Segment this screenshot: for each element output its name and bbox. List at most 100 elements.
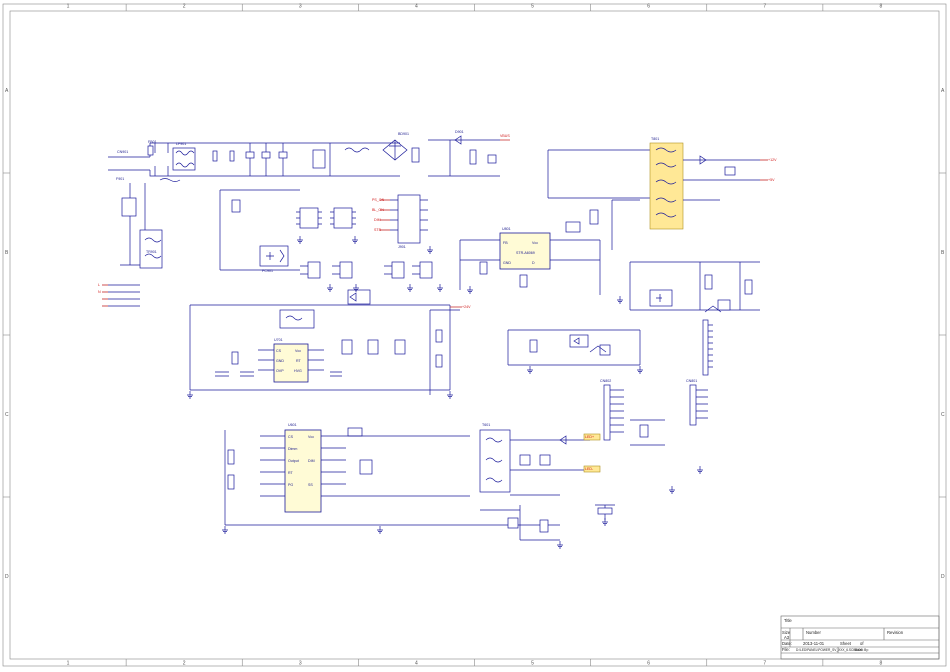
u801-name: STR-A6069 bbox=[516, 251, 535, 255]
ground-symbol bbox=[669, 486, 675, 494]
u601-pin-dim: DIM bbox=[308, 459, 315, 463]
u801-pin-fb: FB bbox=[503, 241, 508, 245]
zone-row-label: B bbox=[5, 250, 9, 256]
feedback-section bbox=[629, 261, 760, 313]
u801-pin-gnd: GND bbox=[503, 261, 511, 265]
svg-text:U601: U601 bbox=[288, 423, 297, 427]
ground-symbol bbox=[353, 284, 359, 292]
zone-column-label: 5 bbox=[531, 4, 534, 10]
standby-section: T801 U801 +12V +5V bbox=[459, 137, 777, 295]
svg-text:CN801: CN801 bbox=[686, 379, 697, 383]
u701-pin-rt: RT bbox=[296, 359, 302, 363]
led-ic-pins: CS Dimm Output RT PG Vcc DIM SS bbox=[288, 435, 315, 487]
zone-column-label: 8 bbox=[879, 661, 882, 667]
svg-text:CN802: CN802 bbox=[600, 379, 611, 383]
ground-symbol bbox=[467, 286, 473, 294]
ground-symbol bbox=[617, 296, 623, 304]
svg-text:BL_ON: BL_ON bbox=[372, 208, 384, 212]
svg-text:LED-: LED- bbox=[585, 467, 594, 471]
ground-symbol bbox=[527, 366, 533, 374]
tb-drawn-label: Drawn By: bbox=[854, 648, 869, 652]
zone-column-label: 4 bbox=[415, 661, 418, 667]
zone-row-label: A bbox=[941, 88, 945, 94]
svg-text:DIM: DIM bbox=[374, 218, 381, 222]
zone-row-label: C bbox=[941, 412, 945, 418]
zone-row-label: D bbox=[941, 574, 945, 580]
zone-column-label: 5 bbox=[531, 661, 534, 667]
u701-pin-vcc: Vcc bbox=[295, 349, 301, 353]
tb-date-label: Date: bbox=[782, 641, 792, 646]
zone-column-label: 3 bbox=[299, 4, 302, 10]
tb-title-label: Title bbox=[784, 618, 792, 623]
ground-symbol bbox=[697, 466, 703, 474]
u701-pin-cs: CS bbox=[276, 349, 282, 353]
ground-symbol bbox=[437, 284, 443, 292]
ground-symbol bbox=[447, 391, 453, 399]
svg-text:L: L bbox=[98, 283, 100, 287]
ground-symbol bbox=[407, 284, 413, 292]
zone-column-label: 6 bbox=[647, 4, 650, 10]
tb-date-value: 2013-11-01 bbox=[803, 641, 825, 646]
svg-text:D901: D901 bbox=[455, 130, 464, 134]
ground-symbol bbox=[377, 526, 383, 534]
u701-pin-gnd: GND bbox=[276, 359, 284, 363]
svg-text:PC901: PC901 bbox=[262, 269, 273, 273]
ground-symbol bbox=[427, 246, 433, 254]
zone-column-label: 7 bbox=[763, 661, 766, 667]
ground-symbol bbox=[297, 236, 303, 244]
svg-text:PS_ON: PS_ON bbox=[372, 198, 385, 202]
tb-size-label: Size bbox=[782, 630, 791, 635]
pfc-section: BD901 D901 VBUS PC901 bbox=[219, 130, 510, 273]
u601-pin-pg: PG bbox=[288, 483, 293, 487]
svg-text:VBUS: VBUS bbox=[500, 134, 510, 138]
zone-row-label: B bbox=[941, 250, 945, 256]
tb-size-value: A3 bbox=[784, 635, 790, 640]
standby-ic-pins: FB Vcc GND D STR-A6069 bbox=[503, 241, 538, 265]
svg-text:+24V: +24V bbox=[462, 305, 471, 309]
resistor-arrays: J901 PS_ON BL_ON DIM STB bbox=[296, 194, 428, 249]
zone-column-label: 4 bbox=[415, 4, 418, 10]
svg-text:N: N bbox=[98, 290, 101, 294]
u601-pin-ss: SS bbox=[308, 483, 313, 487]
svg-text:+12V: +12V bbox=[768, 158, 777, 162]
ground-symbol bbox=[637, 366, 643, 374]
outer-frame bbox=[2, 3, 947, 667]
svg-text:T601: T601 bbox=[482, 423, 490, 427]
svg-text:+5V: +5V bbox=[768, 178, 775, 182]
llc-ic-pins: CS Vcc GND RT OVP HVG bbox=[276, 349, 302, 373]
protection-circuit bbox=[507, 329, 641, 366]
zone-column-label: 7 bbox=[763, 4, 766, 10]
ground-symbol bbox=[602, 518, 608, 526]
ground-symbol bbox=[187, 391, 193, 399]
output-headers: CN802 CN801 bbox=[600, 319, 713, 446]
tb-sheet-label: Sheet bbox=[840, 641, 852, 646]
u601-pin-cs: CS bbox=[288, 435, 294, 439]
zone-row-label: C bbox=[5, 412, 9, 418]
inner-frame bbox=[9, 10, 940, 660]
ground-symbol bbox=[327, 284, 333, 292]
svg-text:U701: U701 bbox=[274, 338, 283, 342]
svg-text:CN901: CN901 bbox=[117, 150, 128, 154]
zone-column-label: 1 bbox=[67, 4, 70, 10]
u701-pin-hvg: HVG bbox=[294, 369, 302, 373]
zone-row-label: A bbox=[5, 88, 9, 94]
zone-column-label: 6 bbox=[647, 661, 650, 667]
zone-column-label: 3 bbox=[299, 661, 302, 667]
tb-sheet-of: of bbox=[860, 641, 864, 646]
svg-text:J901: J901 bbox=[398, 245, 406, 249]
emi-filter-section: FB01 CN901 F901 LF901 TR901 L N bbox=[98, 140, 300, 307]
svg-text:LF901: LF901 bbox=[176, 142, 186, 146]
llc-section: U701 +24V bbox=[189, 289, 471, 395]
ground-symbols bbox=[187, 236, 703, 549]
led-driver-section: U601 T601 LED+ LED- bbox=[224, 423, 615, 541]
svg-text:F901: F901 bbox=[116, 177, 124, 181]
svg-text:STB: STB bbox=[374, 228, 382, 232]
ground-symbol bbox=[557, 541, 563, 549]
zone-column-label: 1 bbox=[67, 661, 70, 667]
u801-pin-vcc: Vcc bbox=[532, 241, 538, 245]
u601-pin-vcc: Vcc bbox=[308, 435, 314, 439]
svg-text:TR901: TR901 bbox=[146, 250, 157, 254]
svg-text:FB01: FB01 bbox=[148, 140, 157, 144]
zone-column-label: 2 bbox=[183, 661, 186, 667]
